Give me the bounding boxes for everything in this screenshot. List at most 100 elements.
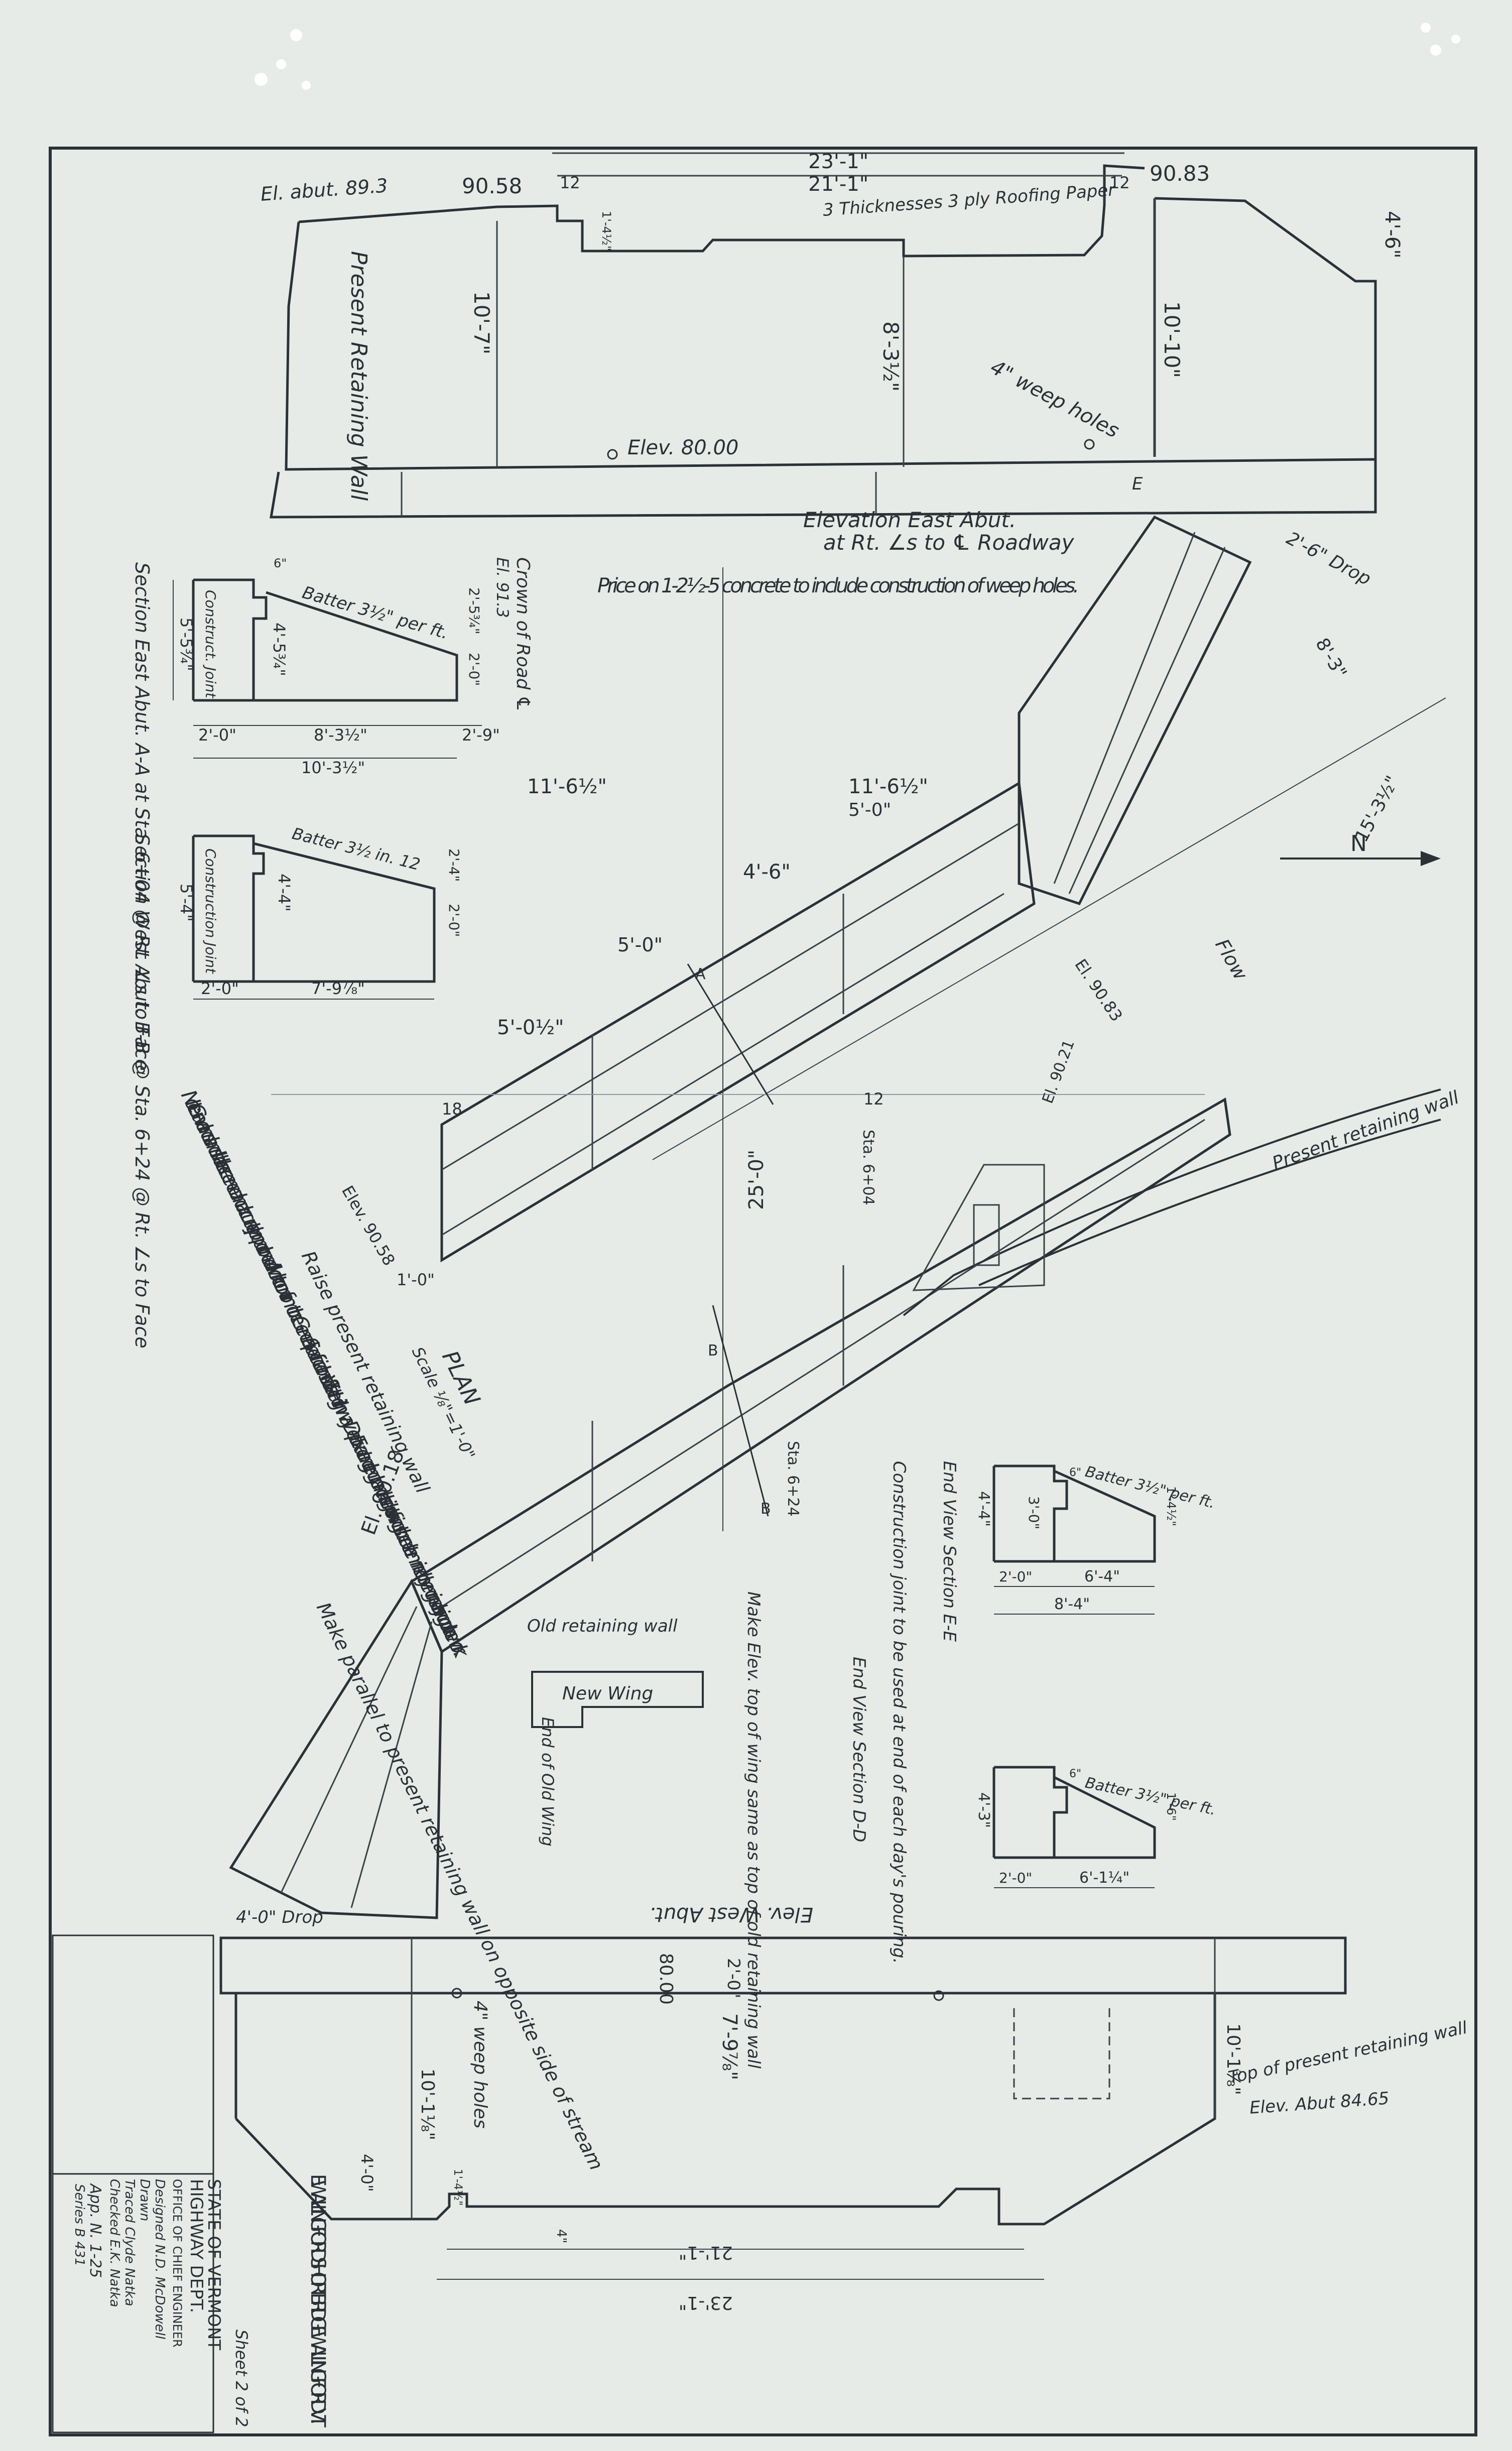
dd-dim-0: 4'-3" [975, 1792, 992, 1828]
west-dim-2: 10'-1⅛" [417, 2068, 438, 2140]
tb-office: OFFICE OF CHIEF ENGINEER [170, 2179, 184, 2348]
tb-drawn: Drawn [137, 2179, 152, 2221]
ee-dim-4: 8'-4" [1054, 1596, 1090, 1613]
sta-604-label: Sta. 6+04 [859, 1130, 877, 1205]
tb-series: Series B 431 [72, 2184, 87, 2266]
make-elev-note: Make Elev. top of wing same as top of ol… [743, 1591, 764, 2069]
aa-dim-4: 10'-3½" [301, 758, 365, 777]
west-dim-1: 7'-9⅞" [718, 2013, 741, 2080]
aa-dim-0: 4'-5¾" [270, 623, 289, 676]
bb-dim-5: 2'-0" [446, 904, 462, 937]
west-dim-6: 23'-1" [679, 2292, 733, 2313]
ee-dim-3: 6'-4" [1084, 1568, 1120, 1585]
plan-dim-11: 18 [442, 1099, 462, 1119]
west-dim-5: 21'-1" [679, 2242, 733, 2263]
end-old-label: End of Old Wing [538, 1717, 557, 1847]
tb-traced: Traced Clyde Natka [122, 2179, 137, 2306]
end-dim-right: 12 [1109, 173, 1130, 192]
width-outer-label: 23'-1" [808, 150, 868, 173]
plan-dim-12: 1'-0" [397, 1270, 435, 1289]
elev-right-label: 90.83 [1150, 161, 1210, 186]
mark-b-2: B [761, 1500, 771, 1518]
aa-dim-6: 2'-5¾" [466, 587, 482, 634]
new-wing-box [531, 1671, 704, 1728]
ee-dim-0: 4'-4" [975, 1491, 992, 1527]
west-dim-0: 2'-0" [723, 1958, 743, 1999]
aa-dim-3: 8'-3½" [314, 725, 367, 745]
bb-dim-0: 4'-4" [275, 874, 294, 912]
dd-dim-2: 6'-1¼" [1079, 1869, 1129, 1887]
drop-lower-label: 4'-0" Drop [236, 1907, 323, 1927]
north-arrow-head [1421, 851, 1441, 866]
crown-label: Crown of Road ℄ [513, 557, 533, 711]
ee-joint-note: Construction joint to be used at end of … [889, 1461, 909, 1964]
plan-dim-2: 5'-0" [848, 800, 891, 820]
aa-caption: Section East Abut. A-A at Sta. 6+04 @ Rt… [131, 562, 153, 1071]
plan-dim-1: 11'-6½" [848, 775, 928, 798]
present-wall-label: Present Retaining Wall [346, 251, 371, 501]
east-abutment-title: Elevation East Abut. [803, 508, 1016, 532]
plan-dim-3: 4'-6" [743, 861, 791, 884]
crown-el-label: El. 91.3 [493, 557, 512, 618]
bb-dim-2: 2'-0" [201, 979, 239, 998]
dd-caption: End View Section D-D [849, 1657, 869, 1842]
height-left-label: 10'-7" [469, 291, 494, 354]
west-abutment-title: Elev. West Abut. [649, 1903, 813, 1926]
tb-state: STATE OF VERMONT [204, 2179, 224, 2350]
east-wing-outline [1018, 515, 1252, 906]
tb-designed: Designed N.D. McDowell [152, 2179, 167, 2340]
bb-dim-1: 5'-4" [177, 884, 196, 922]
aa-dim-2: 2'-0" [198, 725, 236, 745]
ee-caption: End View Section E-E [939, 1461, 959, 1642]
ee-dim-5: 6" [1069, 1466, 1081, 1479]
elev-left-label: 90.58 [462, 174, 522, 198]
west-wing-outline [229, 1578, 443, 1919]
small-dim-label: 1'-4½" [599, 211, 613, 251]
tb-sheet: Sheet 2 of 2 [232, 2330, 251, 2427]
bb-dim-4: 2'-4" [446, 848, 462, 882]
punch-holes [255, 23, 1460, 90]
tb-app: App. N. 1-25 [86, 2183, 104, 2278]
section-bb: Batter 3½ in. 12 Construction Joint 4'-4… [131, 824, 462, 1349]
sta-624-label: Sta. 6+24 [784, 1441, 802, 1517]
mark-a-1: A [695, 965, 706, 983]
bb-caption: Section West Abut. B-B @ Sta. 6+24 @ Rt.… [131, 833, 153, 1349]
aa-dim-1: 5'-5¾" [177, 618, 196, 671]
elev-base-label: Elev. 80.00 [627, 436, 738, 459]
west-weep-label: 4" weep holes [470, 2001, 490, 2129]
west-dim-4: 4'-0" [357, 2154, 376, 2192]
plan-dim-4: 5'-0" [617, 934, 663, 956]
east-abutment-subtitle: at Rt. ∠s to ℄ Roadway [823, 530, 1075, 555]
plan-dim-5: 5'-0½" [497, 1016, 564, 1039]
dd-dim-4: 1'-6" [1164, 1792, 1178, 1821]
plan-dim-9: 25'-0" [745, 1150, 768, 1210]
tb-dept: HIGHWAY DEPT. [186, 2179, 206, 2313]
aa-dim-7: 2'-0" [466, 653, 482, 686]
tb-checked: Checked E.K. Natka [107, 2179, 122, 2307]
sheet-border [49, 147, 1477, 2436]
dd-dim-1: 2'-0" [999, 1870, 1032, 1886]
dd-dim-3: 6" [1069, 1768, 1081, 1780]
tb-project: E. WALLINGFORD SHORT BRIDGE WALLINGFORD … [306, 2174, 329, 2428]
ee-dim-2: 2'-0" [999, 1568, 1032, 1585]
aa-dim-8: 6" [274, 556, 287, 570]
width-inner-label: 21'-1" [808, 173, 868, 196]
ee-dim-6: 1'-4½" [1164, 1486, 1178, 1526]
bb-joint-label: Construction Joint [202, 848, 219, 974]
aa-joint-label: Construct. Joint [202, 590, 219, 698]
mark-b-1: B [708, 1342, 718, 1360]
height-mid-label: 8'-3½" [878, 321, 903, 392]
north-label: N [1350, 831, 1367, 856]
aa-dim-5: 2'-9" [462, 725, 500, 745]
west-dim-3: 10'-1⅜" [1223, 2023, 1243, 2095]
title-block: STATE OF VERMONT HIGHWAY DEPT. OFFICE OF… [52, 1934, 329, 2433]
plan-dim-10: 12 [863, 1089, 884, 1109]
bb-dim-3: 7'-9⅞" [311, 979, 365, 998]
plan-dim-0: 11'-6½" [527, 775, 607, 798]
price-note: Price on 1-2½-5 concrete to include cons… [597, 574, 1079, 597]
ee-dim-1: 3'-0" [1026, 1496, 1042, 1529]
mark-e: E [1132, 474, 1143, 494]
